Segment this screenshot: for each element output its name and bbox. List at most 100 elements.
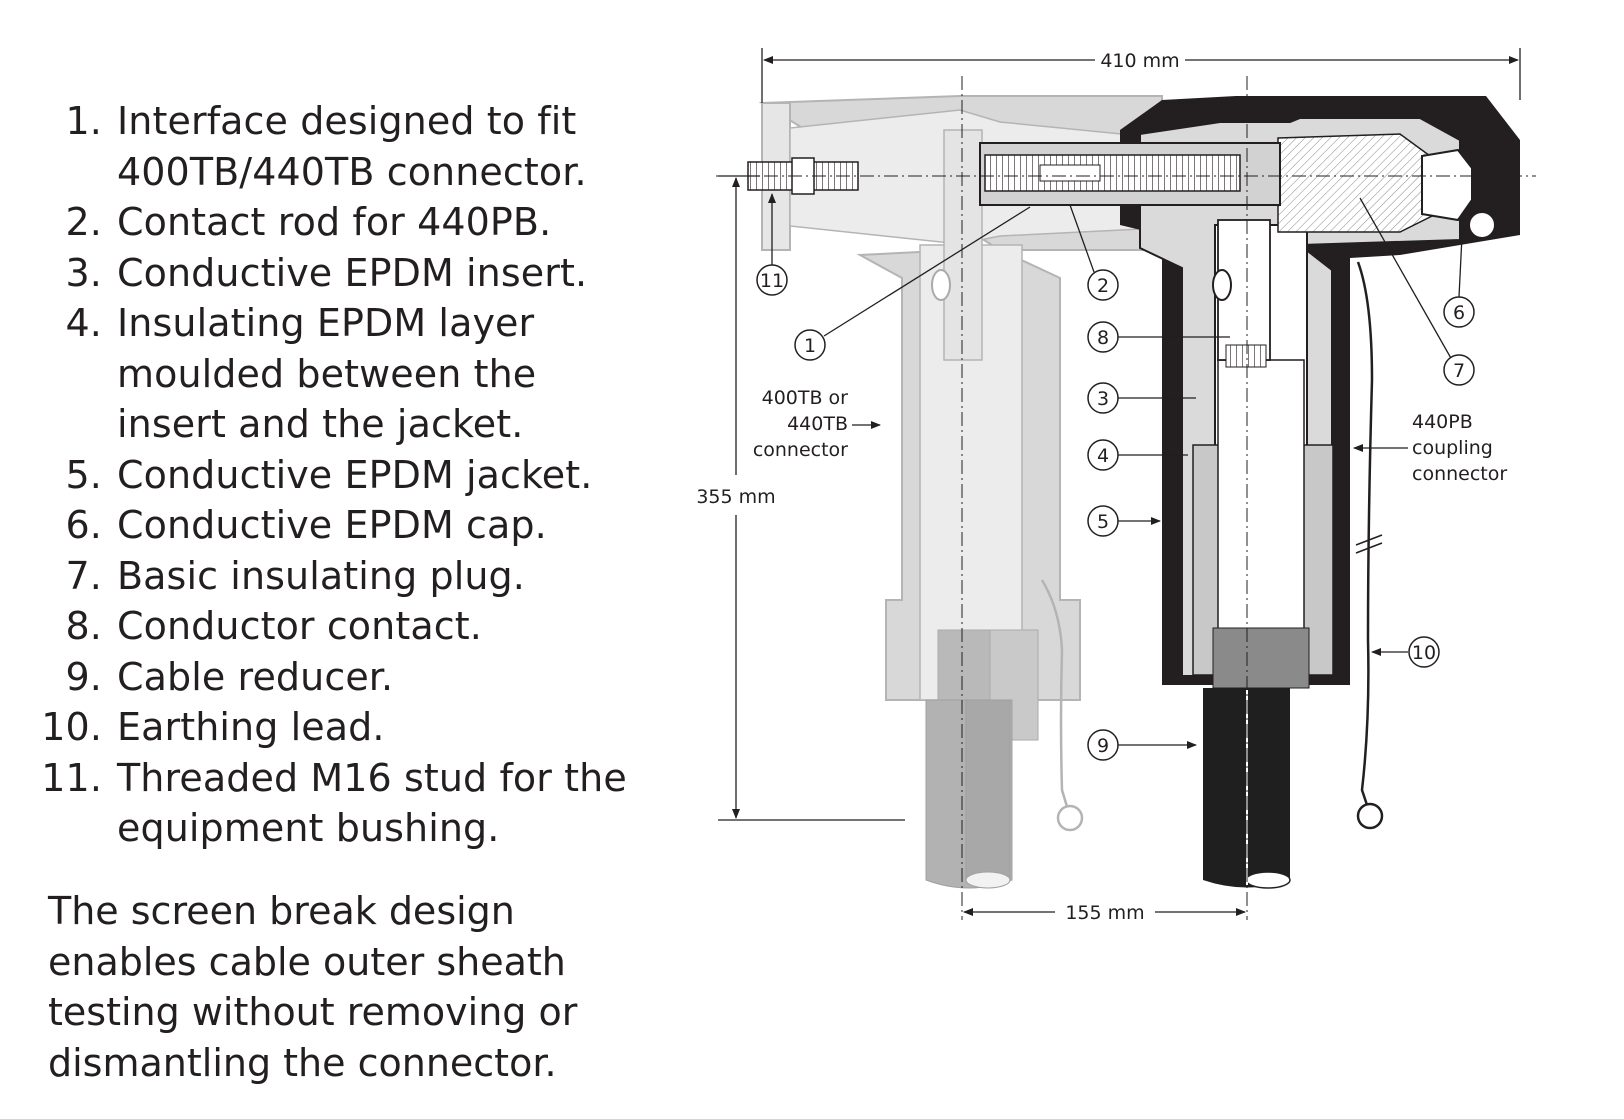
right-lead-break [1355,534,1383,546]
legend-number: 5. [65,452,102,497]
right-cable-end [1245,871,1291,889]
legend-item-9: 9. Cable reducer. [0,652,700,703]
legend-number: 7. [65,553,102,598]
legend-text: Earthing lead. [117,705,385,749]
callout-number-8: 8 [1097,327,1109,349]
legend-item-10: 10. Earthing lead. [0,702,700,753]
callout-number-3: 3 [1097,388,1109,410]
right-eye-icon [1212,269,1232,301]
note-line: testing without removing or [48,990,578,1034]
legend-number: 9. [65,654,102,699]
legend-number: 1. [65,99,102,143]
callout-leader-1 [823,206,1031,337]
callout-circle-4 [1087,439,1119,471]
legend-item-8: 8. Conductor contact. [0,601,700,652]
right-connector [1120,96,1520,889]
dim-width-label: 410 mm [1100,50,1179,72]
callout-circle-10 [1408,636,1440,668]
contact-rod [984,154,1241,192]
parts-list: 1. Interface designed to fit 400TB/440TB c… [0,96,700,854]
callout-leader-2 [1069,204,1095,273]
right-earthing-lead [1356,261,1374,809]
legend-number: 8. [65,604,102,648]
legend-number: 2. [65,200,102,244]
right-lug-icon [1356,802,1384,830]
callout-number-2: 2 [1097,275,1109,297]
callout-number-9: 9 [1097,735,1109,757]
callout-leader-6 [1458,235,1463,298]
right-connector-label-line: connector [1412,463,1507,485]
left-connector-label-line: 440TB [787,413,848,435]
legend-item-2: 2. Contact rod for 440PB. [0,197,700,248]
legend-number: 11. [41,755,102,800]
left-connector-label-line: 400TB or [762,387,849,409]
legend-text: Conductive EPDM insert. [117,250,588,295]
note-line: dismantling the connector. [48,1040,557,1085]
contact-rod-mid [1039,164,1101,182]
left-cable-2 [965,699,1011,887]
right-plug-end [1421,148,1473,222]
legend-item-6: 6. Conductive EPDM cap. [0,500,700,551]
legend-text-line: insert and the jacket. [117,402,524,446]
legend-number: 6. [65,503,102,547]
callout-number-10: 10 [1412,642,1436,664]
legend-number: 4. [65,301,102,345]
connector-labels: 400TB or 440TB connector 440PB coupling … [753,387,1508,485]
right-lead-break-2 [1355,542,1383,554]
right-cap-eye-icon [1468,211,1496,239]
callout-number-11: 11 [760,270,784,292]
legend-text: Interface designed to fit 400TB/440TB con… [117,96,637,197]
legend-item-3: 3. Conductive EPDM insert. [0,248,700,299]
callout-number-5: 5 [1097,511,1109,533]
note-line: enables cable outer sheath [48,939,566,984]
callout-circle-1 [794,329,826,361]
callout-number-7: 7 [1453,360,1465,382]
callout-circle-11 [756,264,788,296]
dim-spacing-label: 155 mm [1065,902,1144,924]
callout-circle-2 [1087,269,1119,301]
callout-circle-8 [1087,321,1119,353]
left-lug-icon [1056,804,1084,832]
callouts: 1 2 3 4 5 6 7 8 9 10 11 [756,193,1475,761]
legend-text: Basic insulating plug. [117,553,525,598]
legend-text-line: Insulating EPDM layer [117,301,535,345]
legend-number: 10. [41,705,102,749]
legend-text: Contact rod for 440PB. [117,200,552,244]
left-cable-end [965,871,1011,889]
legend-text: Conductive EPDM jacket. [117,452,593,497]
legend-text-line: 400TB/440TB connector. [117,149,587,194]
dim-height-label: 355 mm [696,486,775,508]
dimensions: 410 mm 355 mm 155 mm [696,48,1536,924]
screen-break-note: The screen break design enables cable ou… [48,886,608,1088]
callout-circle-7 [1443,354,1475,386]
legend-text: Insulating EPDM layer moulded between the… [117,298,637,450]
legend-text-line: Interface designed to fit [117,99,577,143]
legend-item-4: 4. Insulating EPDM layer moulded between t… [0,298,700,450]
legend-item-5: 5. Conductive EPDM jacket. [0,450,700,501]
note-line: The screen break design [48,889,515,933]
callout-circle-6 [1443,296,1475,328]
legend-panel: 1. Interface designed to fit 400TB/440TB c… [0,0,700,1119]
callout-number-4: 4 [1097,445,1109,467]
left-earthing-lead [1040,579,1070,811]
legend-text-line: moulded between the [117,351,537,396]
callout-leader-7 [1359,197,1453,361]
left-connector-label-line: connector [753,439,848,461]
right-reducer-dark [1212,627,1310,689]
legend-text: Cable reducer. [117,654,394,699]
callout-circle-3 [1087,382,1119,414]
right-inner-tube [1217,359,1305,656]
right-connector-label-line: 440PB [1412,411,1473,433]
callout-number-6: 6 [1453,302,1465,324]
right-conductor-neck [1225,344,1267,368]
legend-item-7: 7. Basic insulating plug. [0,551,700,602]
legend-number: 3. [65,250,102,295]
callout-circle-9 [1087,729,1119,761]
legend-item-1: 1. Interface designed to fit 400TB/440TB c… [0,96,700,197]
legend-text: Conductor contact. [117,604,482,648]
right-connector-label-line: coupling [1412,437,1493,459]
callout-circle-5 [1087,505,1119,537]
legend-text: Conductive EPDM cap. [117,503,547,547]
